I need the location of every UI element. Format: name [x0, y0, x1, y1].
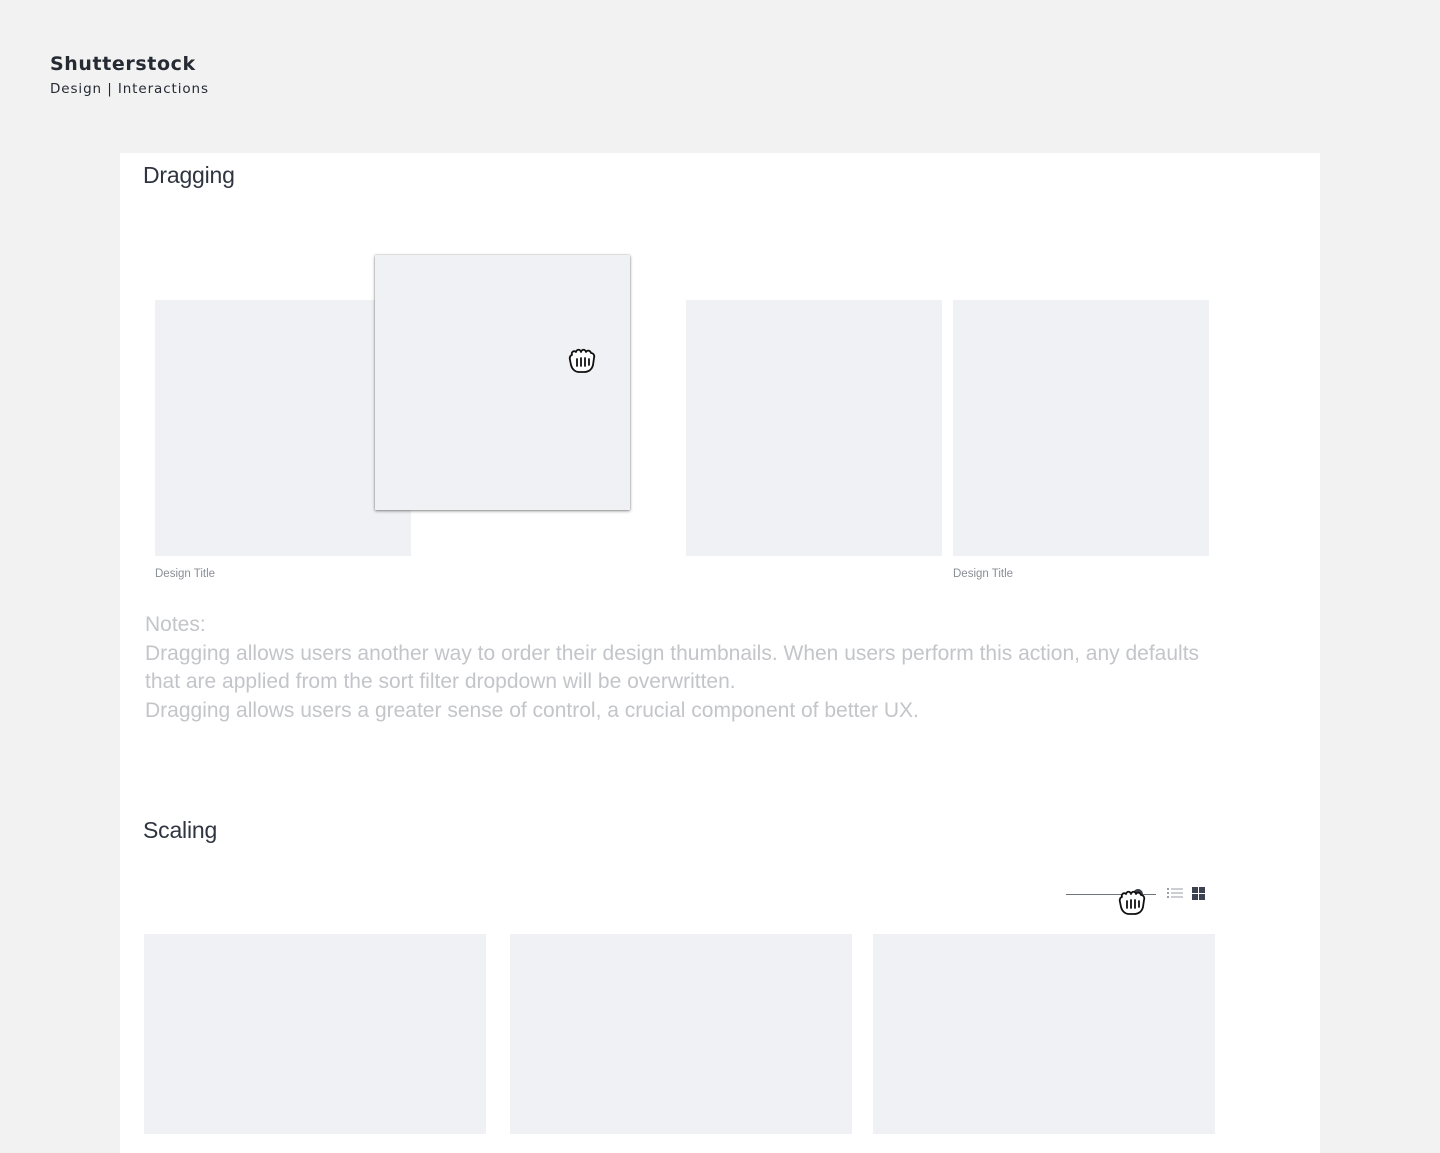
list-view-icon[interactable] — [1167, 887, 1183, 899]
design-thumbnail[interactable] — [686, 300, 942, 556]
grab-hand-icon — [1118, 890, 1146, 915]
scaling-section-title: Scaling — [143, 817, 218, 843]
design-thumbnail[interactable] — [510, 934, 852, 1134]
content-card: Dragging Design Title Design Title Notes… — [120, 153, 1320, 1153]
design-thumbnail[interactable] — [155, 300, 411, 556]
dragging-section-title: Dragging — [143, 162, 235, 188]
design-title-label: Design Title — [953, 568, 1014, 580]
brand-title: Shutterstock — [50, 53, 196, 75]
slider-track[interactable] — [1066, 894, 1156, 895]
design-thumbnail[interactable] — [953, 300, 1209, 556]
notes-heading: Notes: — [145, 613, 206, 636]
grid-view-icon[interactable] — [1192, 887, 1205, 900]
dragging-notes: Notes: Dragging allows users another way… — [145, 611, 1205, 725]
design-title-label: Design Title — [155, 568, 216, 580]
design-thumbnail[interactable] — [873, 934, 1215, 1134]
dragged-design-thumbnail[interactable] — [375, 255, 630, 510]
notes-line: Dragging allows users a greater sense of… — [145, 698, 919, 722]
brand-header: Shutterstock Design | Interactions — [50, 51, 209, 98]
brand-subtitle: Design | Interactions — [50, 81, 209, 97]
design-thumbnail[interactable] — [144, 934, 486, 1134]
grab-hand-icon — [568, 348, 596, 373]
notes-line: Dragging allows users another way to ord… — [145, 641, 1200, 694]
